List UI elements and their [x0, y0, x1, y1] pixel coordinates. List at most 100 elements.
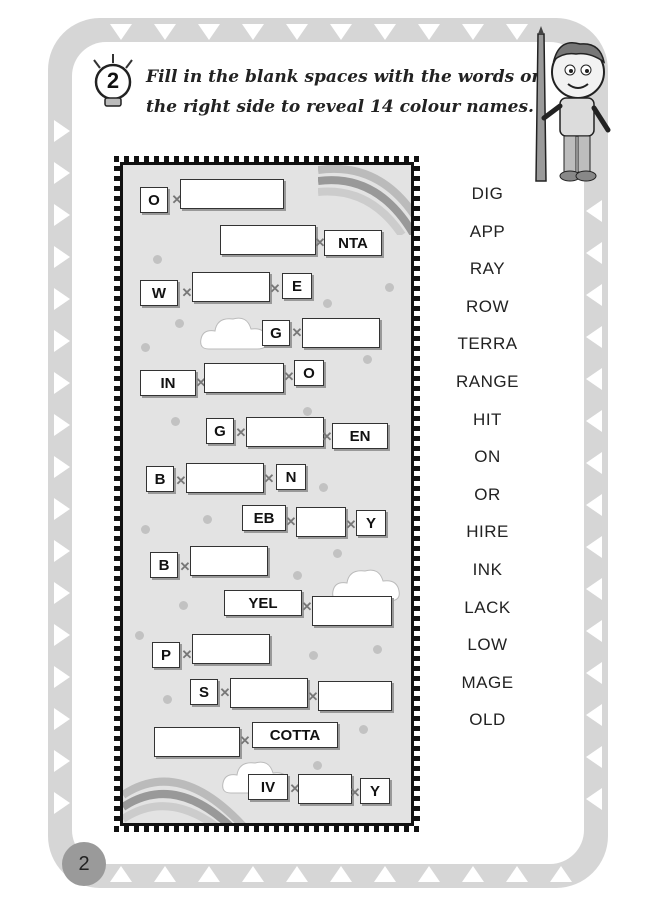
decor-dot [359, 725, 368, 734]
border-triangle [54, 372, 70, 394]
word-bank-item: LOW [467, 635, 508, 655]
fragment-tile: Y [356, 510, 386, 536]
border-triangle [54, 624, 70, 646]
word-bank-item: RAY [469, 259, 506, 279]
exercise-number: 2 [106, 68, 120, 93]
border-triangle [586, 620, 602, 642]
answer-blank[interactable] [302, 318, 380, 348]
answer-blank[interactable] [230, 678, 308, 708]
boy-with-pencil-illustration [535, 26, 611, 182]
decor-dot [293, 571, 302, 580]
answer-blank[interactable] [246, 417, 324, 447]
join-mark: ✕ [181, 647, 193, 662]
fragment-tile: O [140, 187, 168, 213]
border-triangle [54, 204, 70, 226]
word-bank-item: OR [474, 484, 501, 504]
join-mark: ✕ [235, 425, 247, 440]
join-mark: ✕ [289, 781, 301, 796]
word-bank-item: ROW [465, 296, 510, 316]
fragment-tile: B [146, 466, 174, 492]
join-mark: ✕ [283, 369, 295, 384]
border-triangle [110, 866, 132, 882]
answer-blank[interactable] [192, 272, 270, 302]
join-mark: ✕ [195, 375, 207, 390]
join-mark: ✕ [171, 192, 183, 207]
answer-blank[interactable] [296, 507, 346, 537]
border-triangle [54, 666, 70, 688]
answer-blank[interactable] [186, 463, 264, 493]
decor-dot [153, 255, 162, 264]
border-triangle [586, 704, 602, 726]
border-triangle [286, 866, 308, 882]
answer-blank[interactable] [312, 596, 392, 626]
join-mark: ✕ [345, 517, 357, 532]
decor-dot [313, 761, 322, 770]
fragment-tile: G [262, 320, 290, 346]
decor-dot [179, 601, 188, 610]
border-triangle [198, 24, 220, 40]
decor-dot [333, 549, 342, 558]
border-triangle [330, 24, 352, 40]
fragment-tile: NTA [324, 230, 382, 256]
border-triangle [506, 866, 528, 882]
answer-blank[interactable] [192, 634, 270, 664]
join-mark: ✕ [175, 473, 187, 488]
join-mark: ✕ [301, 599, 313, 614]
border-triangle [54, 708, 70, 730]
join-mark: ✕ [349, 785, 361, 800]
fragment-tile: YEL [224, 590, 302, 616]
answer-blank[interactable] [190, 546, 268, 576]
word-bank-item: HIT [473, 409, 502, 429]
border-triangle [374, 866, 396, 882]
instruction-line-2: the right side to reveal 14 colour names… [146, 97, 534, 117]
border-triangle [54, 414, 70, 436]
word-bank-item: DIG [471, 184, 504, 203]
join-mark: ✕ [314, 235, 326, 250]
border-triangle [54, 456, 70, 478]
border-triangle [54, 540, 70, 562]
decor-dot [319, 483, 328, 492]
border-triangle [462, 24, 484, 40]
decor-dot [141, 343, 150, 352]
border-triangle [586, 746, 602, 768]
decor-dot [309, 651, 318, 660]
border-triangle [586, 284, 602, 306]
decor-dot [373, 645, 382, 654]
answer-blank[interactable] [318, 681, 392, 711]
word-bank-item: OLD [469, 710, 506, 730]
border-triangle [586, 452, 602, 474]
answer-blank[interactable] [298, 774, 352, 804]
join-mark: ✕ [263, 471, 275, 486]
answer-blank[interactable] [180, 179, 284, 209]
fragment-tile: B [150, 552, 178, 578]
join-mark: ✕ [285, 514, 297, 529]
border-triangle [54, 288, 70, 310]
decor-dot [363, 355, 372, 364]
join-mark: ✕ [321, 429, 333, 444]
decor-dot [171, 417, 180, 426]
fragment-tile: IV [248, 774, 288, 800]
border-triangle [110, 24, 132, 40]
rainbow-icon [318, 165, 411, 235]
fragment-tile: W [140, 280, 178, 306]
answer-blank[interactable] [154, 727, 240, 757]
border-triangle [586, 788, 602, 810]
lightbulb-icon [93, 54, 133, 107]
word-bank-item: APP [469, 221, 506, 241]
border-triangle [550, 866, 572, 882]
word-bank-item: ON [474, 447, 501, 467]
word-bank-item: MAGE [461, 672, 514, 692]
join-mark: ✕ [291, 325, 303, 340]
answer-blank[interactable] [220, 225, 316, 255]
cloud-icon [332, 569, 400, 602]
answer-blank[interactable] [204, 363, 284, 393]
border-triangle [242, 24, 264, 40]
border-triangle [586, 578, 602, 600]
border-triangle [54, 162, 70, 184]
word-bank-item: INK [472, 559, 503, 579]
decor-dot [141, 525, 150, 534]
join-mark: ✕ [181, 285, 193, 300]
border-triangle [54, 792, 70, 814]
word-bank-item: LACK [464, 597, 511, 617]
fragment-tile: EN [332, 423, 388, 449]
